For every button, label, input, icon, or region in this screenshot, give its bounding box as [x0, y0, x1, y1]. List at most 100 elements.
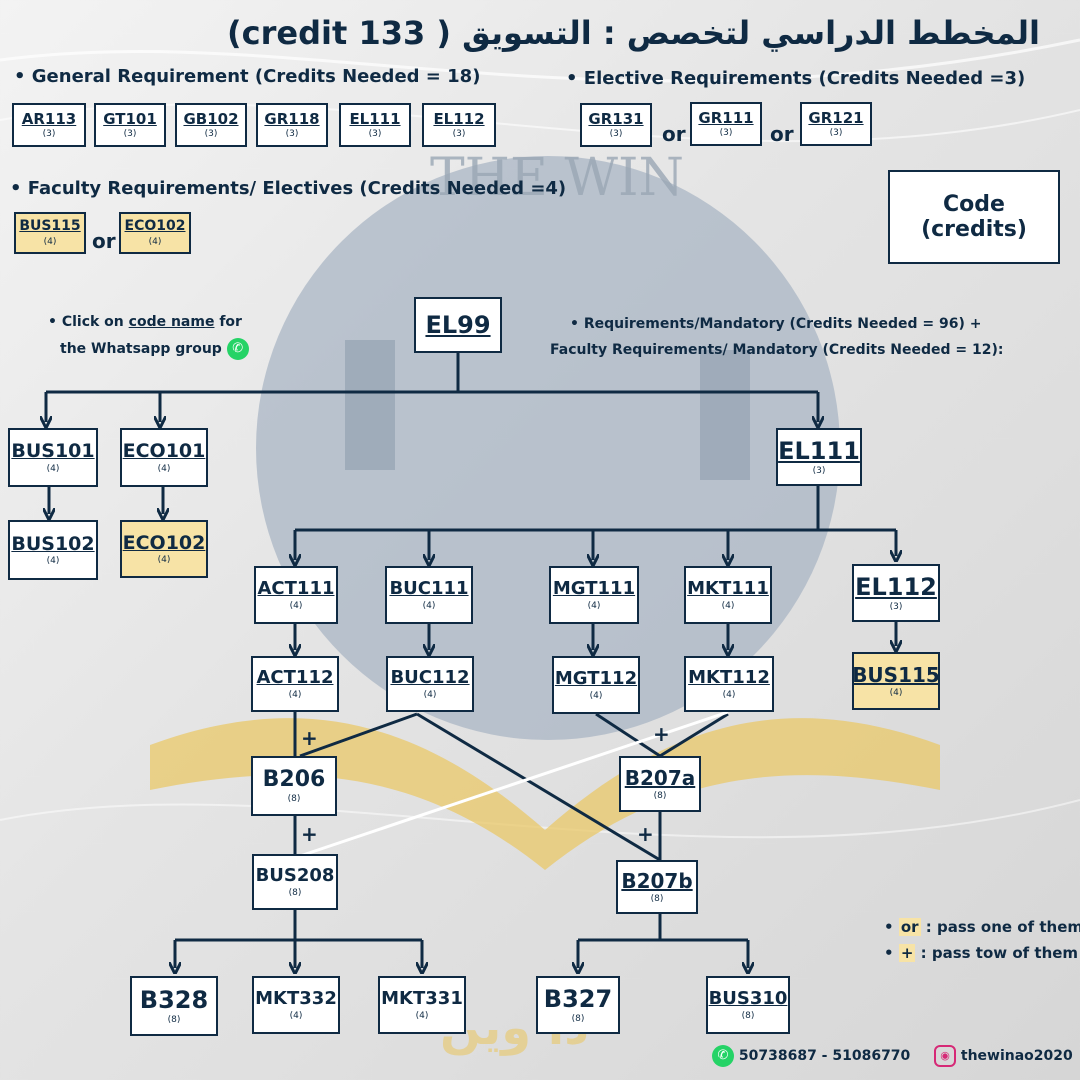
course-gr111[interactable]: GR111 (3): [690, 102, 762, 146]
course-eco102[interactable]: ECO102 (4): [120, 520, 208, 578]
course-code: B207a: [624, 766, 696, 790]
elective-requirement-heading: Elective Requirements (Credits Needed =3…: [566, 68, 1025, 89]
course-credits: (3): [285, 129, 299, 140]
course-el112[interactable]: EL112 (3): [852, 564, 940, 622]
course-code: ACT111: [257, 578, 335, 600]
course-credits: (3): [829, 128, 843, 139]
course-act112[interactable]: ACT112 (4): [251, 656, 339, 712]
key-or-text: : pass one of them: [925, 918, 1080, 936]
key-plus-text: : pass tow of them: [920, 944, 1079, 962]
course-bus101[interactable]: BUS101 (4): [8, 428, 98, 487]
course-bus310[interactable]: BUS310 (8): [706, 976, 790, 1034]
course-eco101[interactable]: ECO101 (4): [120, 428, 208, 487]
course-gt101[interactable]: GT101 (3): [94, 103, 166, 147]
course-code: BUS101: [11, 440, 95, 463]
course-credits: (8): [571, 1014, 585, 1025]
course-credits: (3): [123, 129, 137, 140]
whatsapp-note-line2: the Whatsapp group ✆: [60, 338, 249, 360]
course-gr131[interactable]: GR131 (3): [580, 103, 652, 147]
note-link[interactable]: code name: [128, 314, 215, 330]
note-bullet: •: [570, 316, 584, 332]
course-bus102[interactable]: BUS102 (4): [8, 520, 98, 580]
course-mkt112[interactable]: MKT112 (4): [684, 656, 774, 712]
course-bus115-elective[interactable]: BUS115 (4): [14, 212, 86, 254]
course-credits: (4): [722, 689, 736, 700]
course-credits: (3): [609, 129, 623, 140]
general-requirement-heading: General Requirement (Credits Needed = 18…: [14, 66, 481, 87]
course-b327[interactable]: B327 (8): [536, 976, 620, 1034]
course-bus115[interactable]: BUS115 (4): [852, 652, 940, 710]
course-mgt111[interactable]: MGT111 (4): [549, 566, 639, 624]
course-b328[interactable]: B328 (8): [130, 976, 218, 1036]
course-gr118[interactable]: GR118 (3): [256, 103, 328, 147]
key-plus-symbol: +: [898, 944, 916, 962]
course-el111[interactable]: EL111 (3): [776, 428, 862, 486]
course-credits: (4): [157, 555, 171, 566]
course-code: AR113: [21, 109, 77, 128]
course-code: ECO101: [122, 440, 206, 463]
course-code: BUC111: [389, 578, 469, 600]
footer-instagram: ◉ thewinao2020: [934, 1045, 1073, 1067]
course-credits: (4): [46, 556, 60, 567]
course-credits: (3): [42, 129, 56, 140]
course-code: B328: [139, 985, 209, 1014]
course-code: BUS102: [11, 532, 95, 555]
course-code: MKT331: [381, 988, 463, 1010]
mandatory-note-line1: • Requirements/Mandatory (Credits Needed…: [570, 316, 982, 332]
course-mkt331[interactable]: MKT331 (4): [378, 976, 466, 1034]
phone-numbers[interactable]: 50738687 - 51086770: [738, 1048, 911, 1064]
course-eco102-elective[interactable]: ECO102 (4): [119, 212, 191, 254]
course-credits: (4): [889, 688, 903, 698]
course-mkt111[interactable]: MKT111 (4): [684, 566, 772, 624]
course-credits: (3): [719, 128, 733, 139]
course-code: MKT111: [687, 578, 769, 600]
course-code: B327: [543, 984, 613, 1013]
course-code: B207b: [621, 869, 693, 893]
watermark-book-left: [150, 718, 545, 870]
key-or: • or : pass one of them: [884, 918, 1080, 936]
whatsapp-icon[interactable]: ✆: [712, 1045, 734, 1067]
course-el112-general[interactable]: EL112 (3): [422, 103, 496, 147]
course-buc112[interactable]: BUC112 (4): [386, 656, 474, 712]
plus-sign: +: [301, 822, 318, 846]
course-code: GR111: [698, 108, 754, 127]
course-credits: (4): [289, 600, 303, 611]
whatsapp-icon[interactable]: ✆: [226, 338, 249, 360]
course-el99[interactable]: EL99: [414, 297, 502, 353]
instagram-handle[interactable]: thewinao2020: [960, 1048, 1073, 1064]
course-el111-general[interactable]: EL111 (3): [339, 103, 411, 147]
instagram-icon[interactable]: ◉: [934, 1045, 956, 1067]
course-credits: (4): [415, 1010, 429, 1021]
course-credits: (3): [368, 129, 382, 140]
course-b207a[interactable]: B207a (8): [619, 756, 701, 812]
mandatory-note-line2: Faculty Requirements/ Mandatory (Credits…: [550, 342, 1004, 358]
watermark-book-right: [545, 718, 940, 870]
whatsapp-note: • Click on code name for: [48, 314, 242, 330]
course-ar113[interactable]: AR113 (3): [12, 103, 86, 147]
course-credits: (4): [157, 463, 171, 474]
course-buc111[interactable]: BUC111 (4): [385, 566, 473, 624]
course-mgt112[interactable]: MGT112 (4): [552, 656, 640, 714]
course-act111[interactable]: ACT111 (4): [254, 566, 338, 624]
course-credits: (8): [741, 1010, 755, 1021]
code-credits-legend: Code (credits): [888, 170, 1060, 264]
course-mkt332[interactable]: MKT332 (4): [252, 976, 340, 1034]
course-credits: (4): [43, 236, 57, 247]
course-gb102[interactable]: GB102 (3): [175, 103, 247, 147]
course-gr121[interactable]: GR121 (3): [800, 102, 872, 146]
plus-sign: +: [637, 822, 654, 846]
key-bullet: •: [884, 944, 899, 962]
course-credits: (3): [889, 602, 903, 613]
course-code: EL111: [778, 436, 860, 465]
course-credits: (8): [167, 1015, 181, 1026]
course-bus208[interactable]: BUS208 (8): [252, 854, 338, 910]
course-b206[interactable]: B206 (8): [251, 756, 337, 816]
course-code: EL111: [349, 109, 401, 128]
key-plus: • + : pass tow of them: [884, 944, 1078, 962]
course-credits: (4): [422, 600, 436, 611]
course-b207b[interactable]: B207b (8): [616, 860, 698, 914]
course-code: EL112: [433, 109, 485, 128]
note-line2: the Whatsapp group: [60, 341, 222, 357]
key-bullet: •: [884, 918, 899, 936]
